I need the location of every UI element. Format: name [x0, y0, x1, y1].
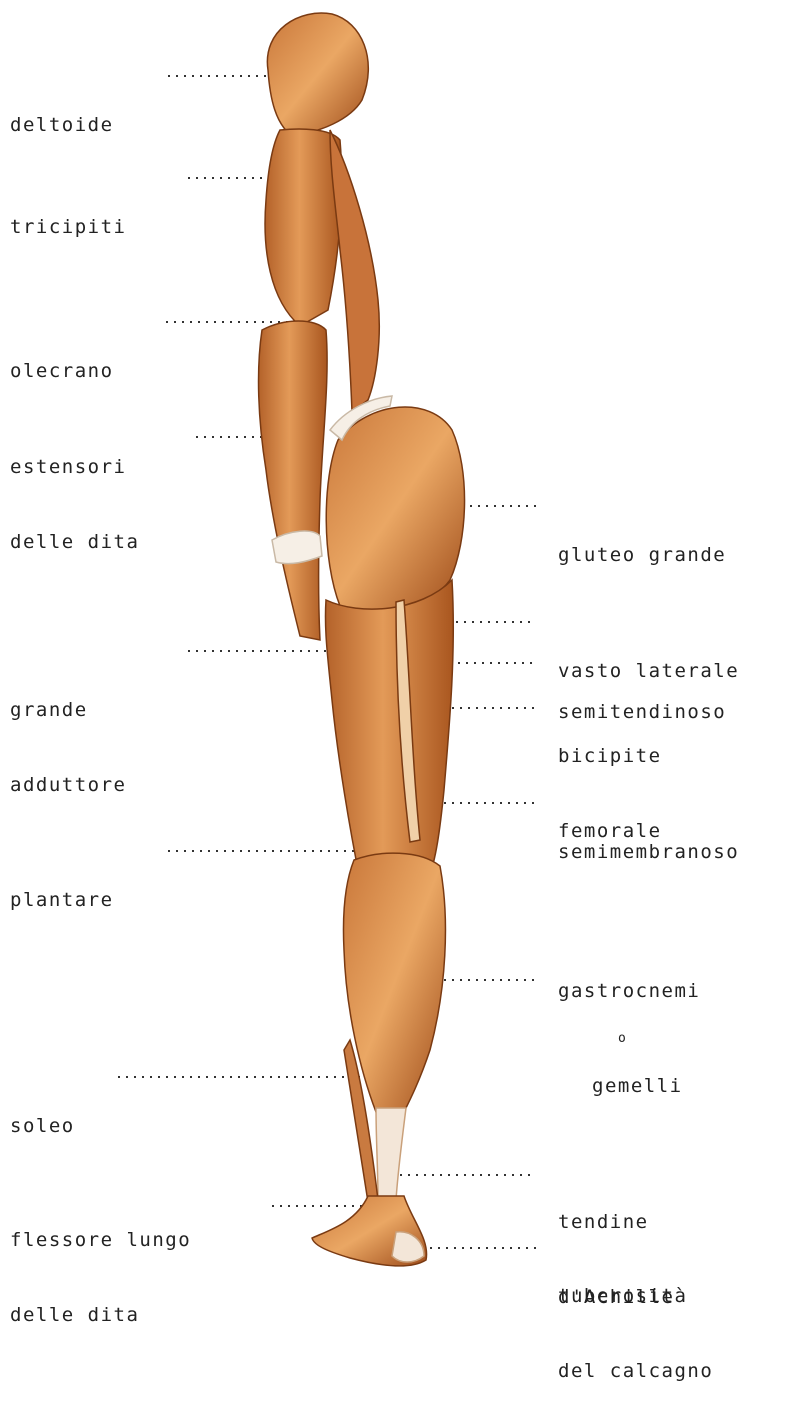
label-line: estensori	[10, 455, 139, 480]
label-estensori: estensori delle dita	[10, 405, 139, 580]
label-line: soleo	[10, 1114, 75, 1139]
label-line: grande	[10, 698, 126, 723]
lat-strip	[330, 130, 379, 412]
label-line: tricipiti	[10, 215, 126, 240]
label-line: semimembranoso	[558, 840, 739, 865]
wrist-band	[272, 531, 322, 564]
forearm-shape	[259, 321, 328, 640]
label-line: olecrano	[10, 359, 114, 384]
upper-arm-shape	[265, 129, 342, 326]
label-line: delle dita	[10, 530, 139, 555]
achilles-shape	[376, 1108, 406, 1200]
deltoid-shape	[267, 13, 368, 136]
label-soleo: soleo	[10, 1064, 75, 1164]
label-line: del calcagno	[558, 1359, 713, 1384]
label-line: plantare	[10, 888, 114, 913]
label-line: gluteo grande	[558, 543, 726, 568]
label-line: tuberosità	[558, 1284, 713, 1309]
label-tuberosita: tuberosità del calcagno	[558, 1234, 713, 1409]
label-plantare: plantare	[10, 838, 114, 938]
label-gastrocnemi: gastrocnemi o gemelli	[558, 948, 700, 1113]
label-line: bicipite	[558, 744, 662, 769]
label-line: adduttore	[10, 773, 126, 798]
label-flessore: flessore lungo delle dita	[10, 1178, 191, 1353]
label-deltoide: deltoide	[10, 63, 114, 163]
label-line: delle dita	[10, 1303, 191, 1328]
label-line: gastrocnemi	[558, 980, 700, 1002]
thigh-shape	[325, 580, 453, 880]
gluteus-shape	[326, 407, 464, 610]
label-gluteo-grande: gluteo grande	[558, 493, 726, 593]
leg-muscles	[312, 396, 465, 1266]
label-tricipiti: tricipiti	[10, 165, 126, 265]
label-semimembranoso: semimembranoso	[558, 790, 739, 890]
label-line: tendine	[558, 1210, 674, 1235]
label-grande-adduttore: grande adduttore	[10, 648, 126, 823]
label-line: flessore lungo	[10, 1228, 191, 1253]
label-line: deltoide	[10, 113, 114, 138]
label-line: gemelli	[558, 1075, 700, 1097]
label-line: o	[558, 1034, 700, 1043]
label-olecrano: olecrano	[10, 309, 114, 409]
